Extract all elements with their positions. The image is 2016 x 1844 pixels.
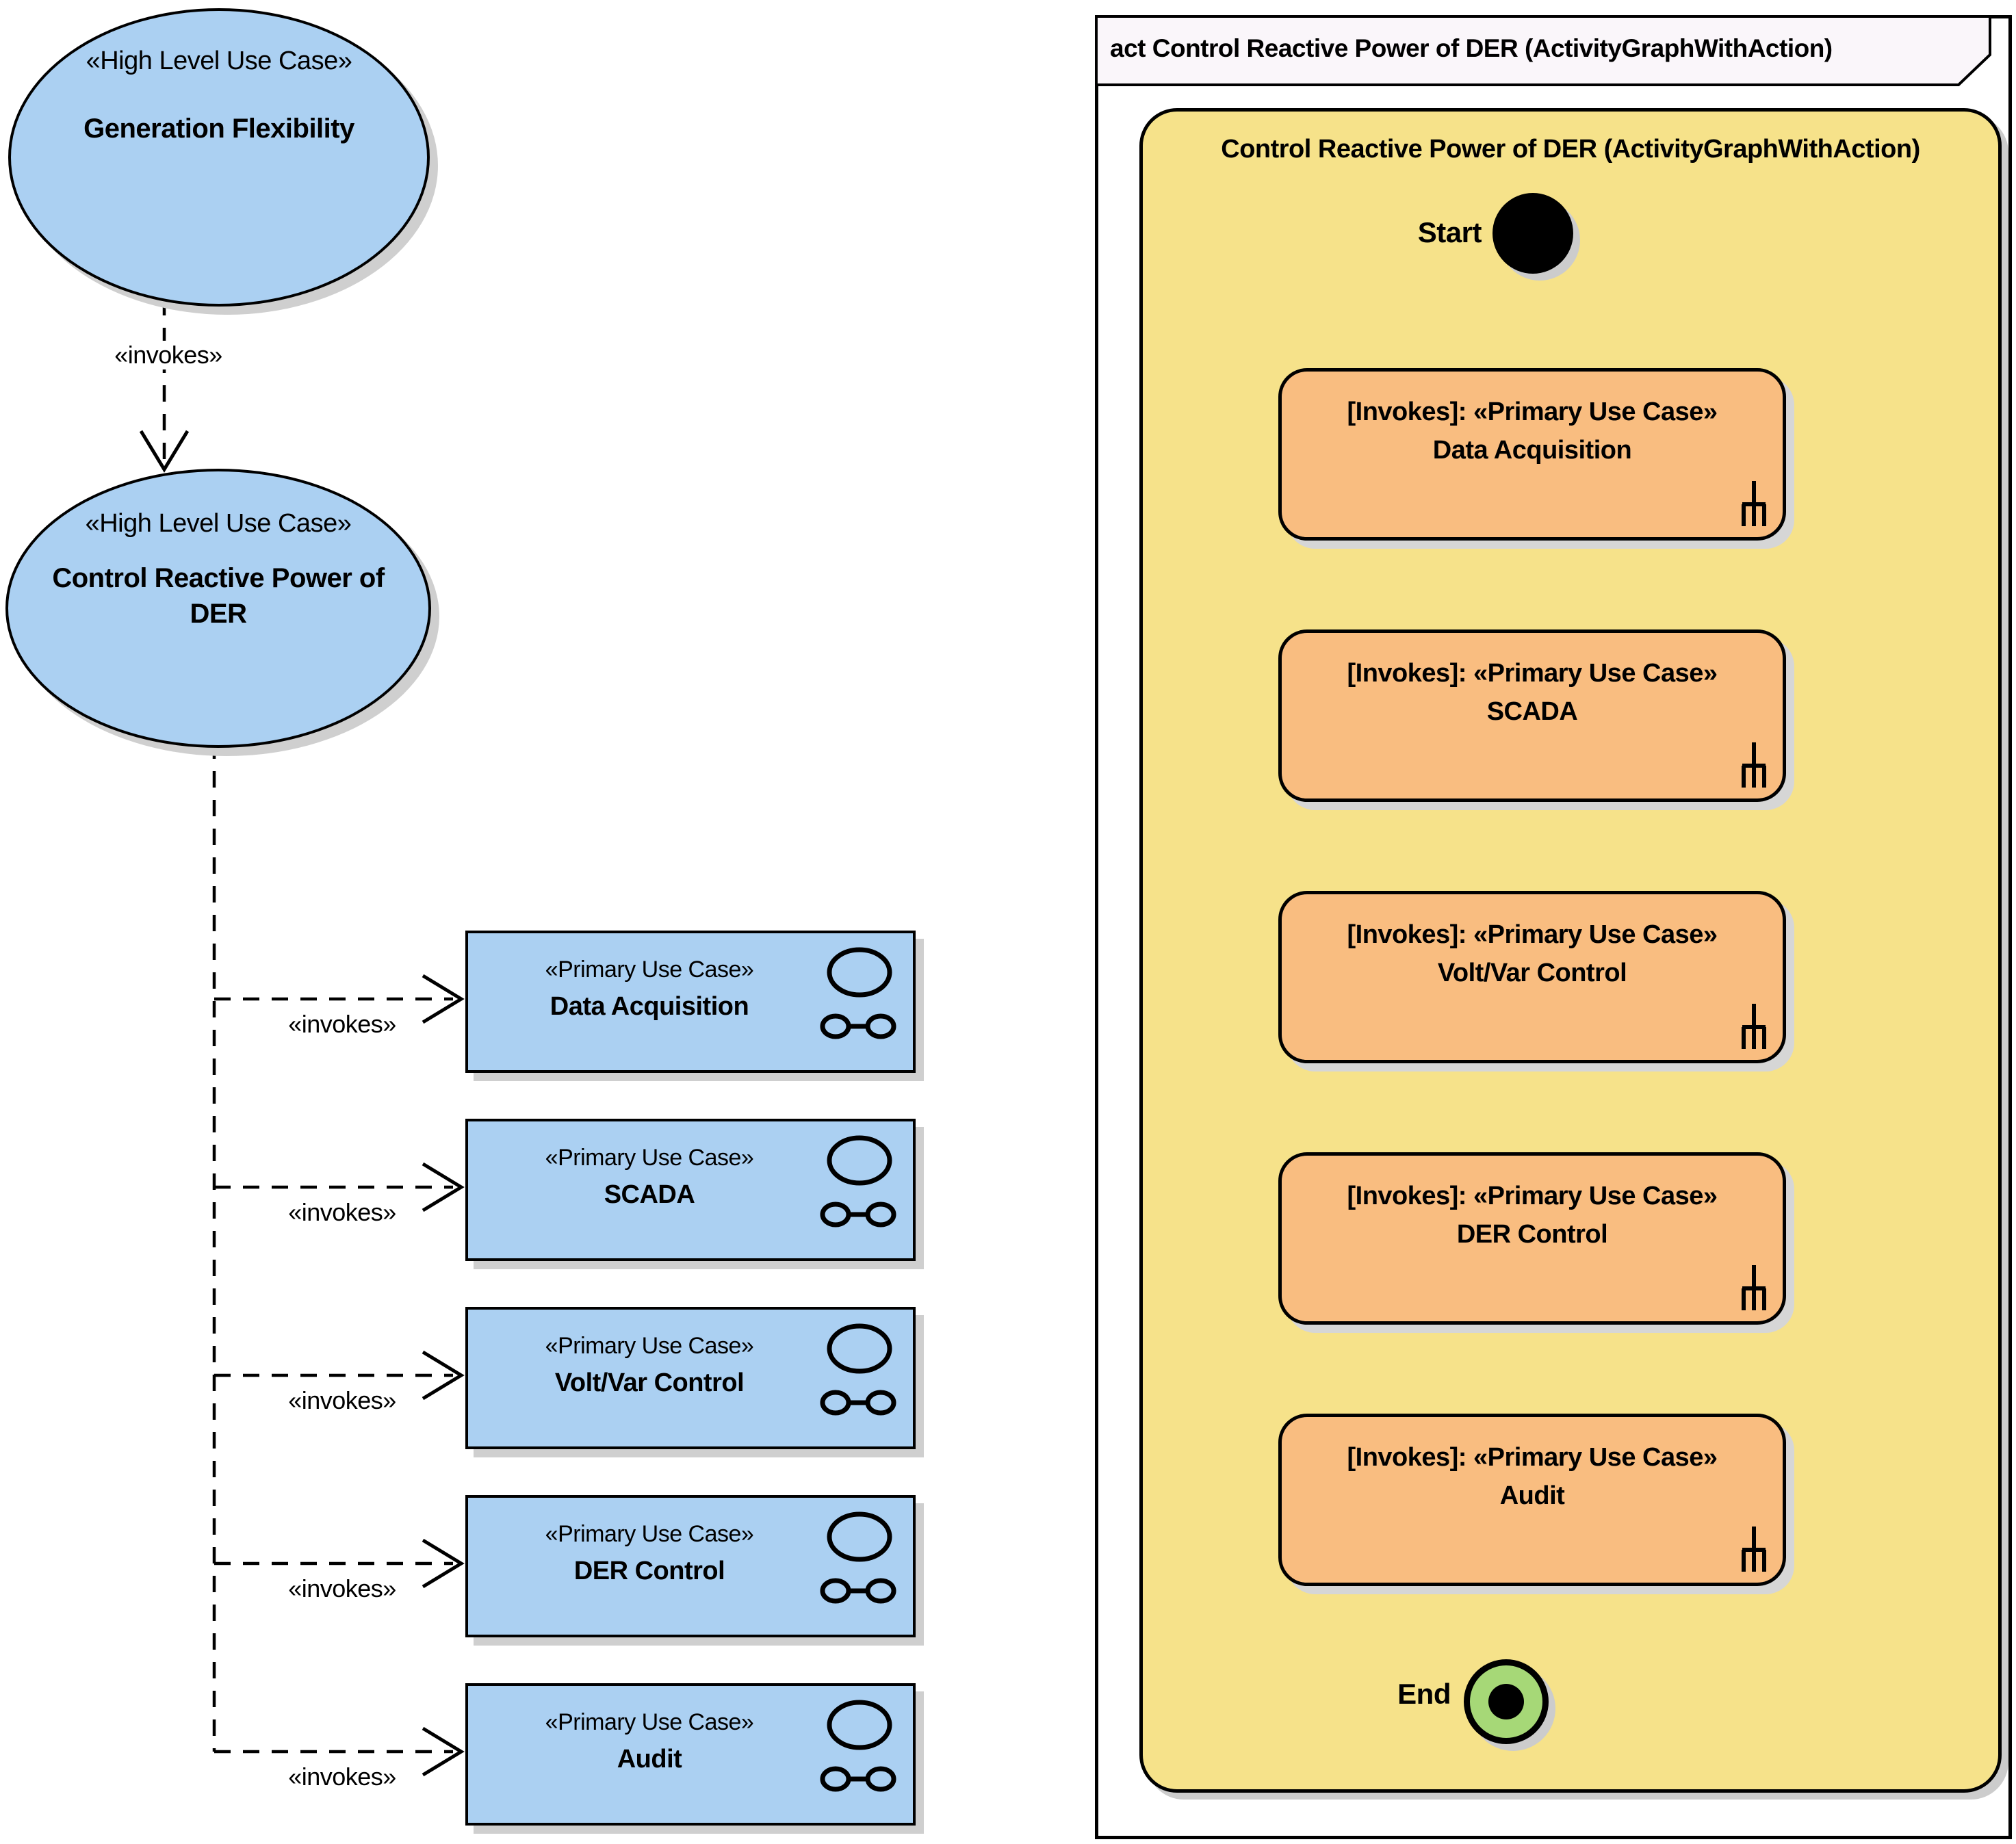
open-arrowhead-icon <box>422 1350 465 1401</box>
use-case-link-icon <box>820 1013 896 1039</box>
invokes-label: «invokes» <box>288 1763 396 1791</box>
use-case-oval-icon <box>827 1511 892 1562</box>
action-label-line2: SCADA <box>1486 697 1578 726</box>
use-case-stereotype: «Primary Use Case» <box>545 957 754 983</box>
use-case-link-icon <box>820 1202 896 1228</box>
use-case-oval-icon <box>827 1323 892 1374</box>
use-case-link-icon <box>820 1578 896 1604</box>
action-label-line1: [Invokes]: «Primary Use Case» <box>1347 1182 1718 1210</box>
rake-icon <box>1742 1527 1766 1572</box>
invokes-label: «invokes» <box>288 1386 396 1414</box>
action-label-line1: [Invokes]: «Primary Use Case» <box>1347 920 1718 949</box>
invokes-label: «invokes» <box>288 1574 396 1602</box>
use-case-link-icon <box>820 1390 896 1416</box>
use-case-name: Generation Flexibility <box>83 114 354 144</box>
use-case-name: Volt/Var Control <box>554 1368 745 1397</box>
start-node-icon <box>1492 193 1573 274</box>
action-label-line2: Volt/Var Control <box>1437 959 1627 987</box>
end-node-core <box>1488 1684 1524 1719</box>
frame-tab-title: act Control Reactive Power of DER (Activ… <box>1110 34 1833 62</box>
primary-use-case-box-voltvar-control: «Primary Use Case» Volt/Var Control <box>465 1307 916 1449</box>
use-case-name: Data Acquisition <box>550 992 749 1021</box>
use-case-oval-icon <box>827 1700 892 1750</box>
primary-use-case-box-data-acquisition: «Primary Use Case» Data Acquisition <box>465 931 916 1073</box>
action-node-der-control: [Invokes]: «Primary Use Case» DER Contro… <box>1278 1152 1786 1325</box>
rake-icon <box>1742 481 1766 526</box>
rake-icon <box>1742 1004 1766 1049</box>
activity-region-title: Control Reactive Power of DER (ActivityG… <box>1221 135 1920 164</box>
end-node-icon <box>1464 1659 1549 1744</box>
action-label-line2: Audit <box>1499 1481 1565 1510</box>
high-level-use-case-generation-flexibility: «High Level Use Case» Generation Flexibi… <box>8 8 430 307</box>
rake-icon <box>1742 742 1766 788</box>
use-case-oval-icon <box>827 1135 892 1186</box>
open-arrowhead-icon <box>422 974 465 1024</box>
use-case-link-icon <box>820 1766 896 1792</box>
action-label-line1: [Invokes]: «Primary Use Case» <box>1347 659 1718 688</box>
frame-tab <box>1095 15 1991 86</box>
open-arrowhead-icon <box>422 1162 465 1212</box>
use-case-stereotype: «Primary Use Case» <box>545 1521 754 1547</box>
start-label: Start <box>1417 216 1482 248</box>
open-arrowhead-icon <box>139 430 190 473</box>
end-label: End <box>1397 1678 1451 1710</box>
primary-use-case-box-der-control: «Primary Use Case» DER Control <box>465 1495 916 1637</box>
action-node-audit: [Invokes]: «Primary Use Case» Audit <box>1278 1414 1786 1586</box>
action-node-voltvar-control: [Invokes]: «Primary Use Case» Volt/Var C… <box>1278 891 1786 1063</box>
primary-use-case-box-scada: «Primary Use Case» SCADA <box>465 1119 916 1261</box>
invokes-label: «invokes» <box>288 1198 396 1226</box>
invokes-label: «invokes» <box>288 1010 396 1038</box>
action-label-line2: Data Acquisition <box>1432 436 1632 465</box>
rake-icon <box>1742 1265 1766 1310</box>
high-level-use-case-control-reactive-power: «High Level Use Case» Control Reactive P… <box>5 469 431 748</box>
use-case-oval-icon <box>827 947 892 998</box>
open-arrowhead-icon <box>422 1726 465 1777</box>
use-case-stereotype: «High Level Use Case» <box>85 509 352 538</box>
use-case-stereotype: «Primary Use Case» <box>545 1333 754 1359</box>
use-case-name: Audit <box>617 1745 682 1774</box>
use-case-stereotype: «High Level Use Case» <box>86 47 352 75</box>
primary-use-case-box-audit: «Primary Use Case» Audit <box>465 1683 916 1826</box>
use-case-stereotype: «Primary Use Case» <box>545 1145 754 1171</box>
open-arrowhead-icon <box>422 1538 465 1589</box>
use-case-stereotype: «Primary Use Case» <box>545 1709 754 1735</box>
use-case-name: Control Reactive Power of DER <box>52 563 385 629</box>
use-case-name: DER Control <box>573 1557 725 1585</box>
invokes-label: «invokes» <box>89 341 248 369</box>
use-case-name: SCADA <box>604 1180 695 1209</box>
action-node-data-acquisition: [Invokes]: «Primary Use Case» Data Acqui… <box>1278 368 1786 541</box>
action-label-line2: DER Control <box>1456 1220 1608 1249</box>
action-node-scada: [Invokes]: «Primary Use Case» SCADA <box>1278 629 1786 802</box>
action-label-line1: [Invokes]: «Primary Use Case» <box>1347 1443 1718 1472</box>
action-label-line1: [Invokes]: «Primary Use Case» <box>1347 398 1718 426</box>
